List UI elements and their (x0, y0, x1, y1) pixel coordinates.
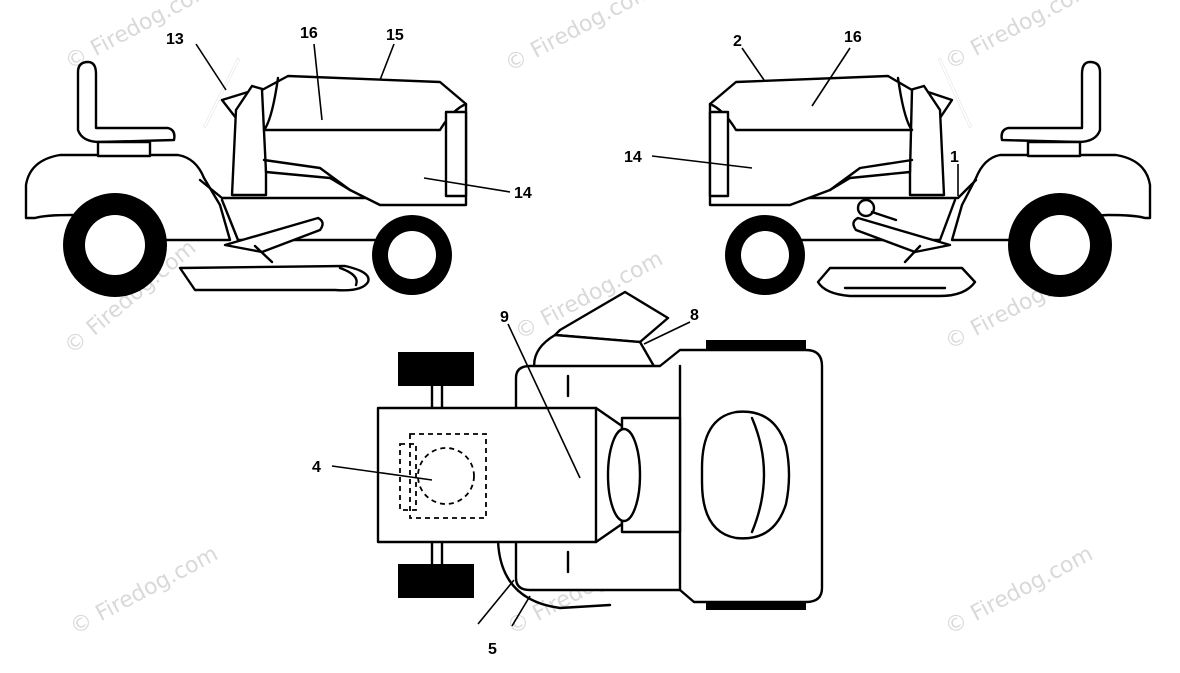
mower-deck (178, 264, 370, 292)
seat-top (376, 406, 624, 544)
steering-wheel-top (700, 410, 791, 540)
mower-deck-outline (496, 538, 612, 610)
rear-left-wheel (398, 352, 474, 386)
callout-5: 5 (488, 641, 497, 658)
decal-outline-circle (417, 447, 475, 505)
callout-9: 9 (500, 309, 509, 326)
mower-deck (816, 266, 977, 298)
watermark-7: © Firedog.com (66, 541, 222, 640)
callout-1: 1 (950, 149, 959, 166)
callout-15: 15 (386, 27, 404, 44)
leader-lines (195, 43, 959, 627)
decal-outline-square (409, 433, 487, 519)
watermark-3: © Firedog.com (941, 0, 1097, 75)
callouts: 13 16 15 14 2 16 14 1 9 8 4 5 (166, 25, 959, 658)
callout-14-left: 14 (514, 185, 532, 202)
callout-16-right: 16 (844, 29, 862, 46)
seat (1000, 60, 1102, 144)
tractor-top-view (376, 290, 824, 610)
callout-16-left: 16 (300, 25, 318, 42)
tractor-right-side-view (708, 58, 1152, 298)
callout-14-right: 14 (624, 149, 642, 166)
hood (260, 74, 468, 207)
callout-4: 4 (312, 459, 321, 476)
watermark-9: © Firedog.com (941, 541, 1097, 640)
watermark-2: © Firedog.com (501, 0, 657, 77)
callout-8: 8 (690, 307, 699, 324)
callout-2: 2 (733, 33, 742, 50)
seat (76, 60, 176, 144)
callout-13: 13 (166, 31, 184, 48)
hood (708, 74, 914, 207)
tractor-left-side-view (24, 58, 468, 297)
rear-right-wheel (398, 564, 474, 598)
